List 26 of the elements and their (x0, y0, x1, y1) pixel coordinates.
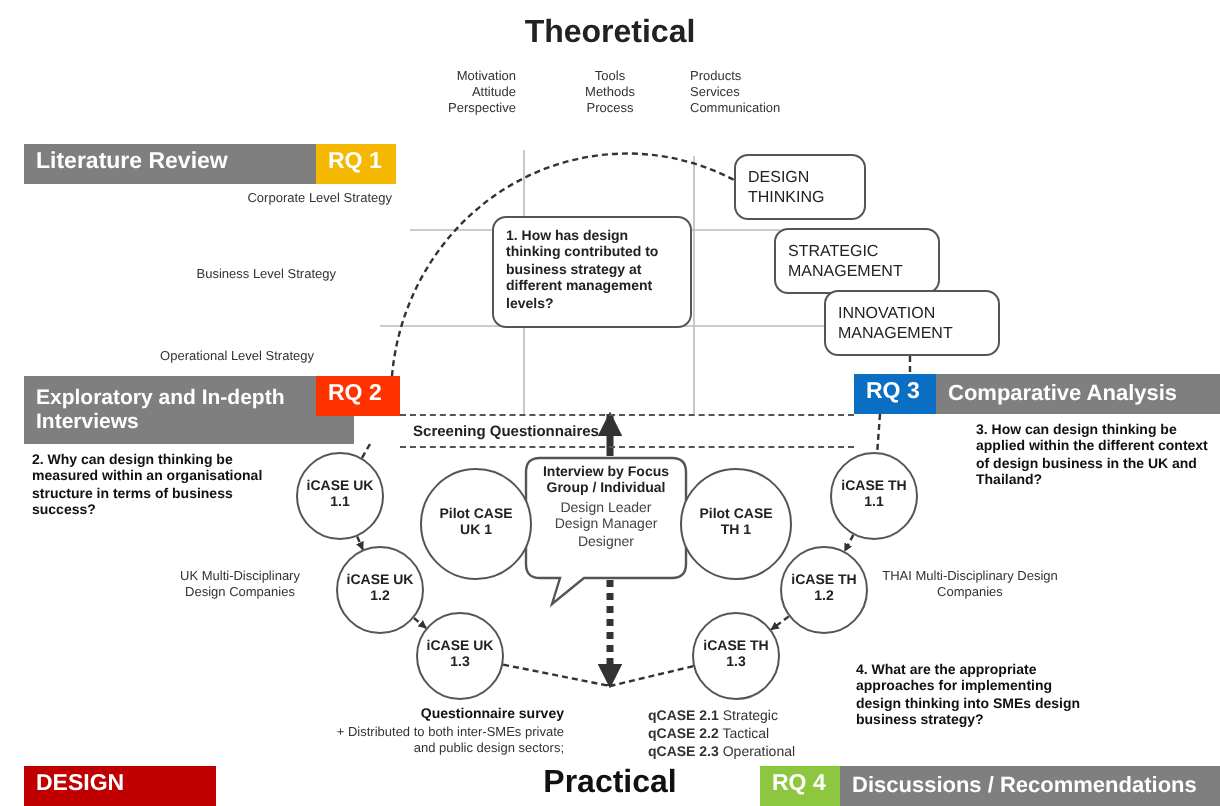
connector-line (609, 665, 694, 688)
rq-badge: RQ 4 (760, 766, 840, 806)
arrow (597, 411, 623, 456)
heading: Theoretical (522, 16, 698, 52)
banner-title: Literature Review (24, 144, 316, 184)
concept-box: DESIGN THINKING (734, 154, 866, 220)
banner-title: Discussions / Recommendations (840, 766, 1220, 806)
arrow (843, 534, 855, 552)
connector-line (502, 663, 611, 688)
speech-bubble (524, 456, 688, 608)
concept-box: INNOVATION MANAGEMENT (824, 290, 1000, 356)
connector-line (876, 413, 882, 453)
arrow (355, 536, 364, 551)
dashed-band (400, 414, 854, 448)
concept-box: STRATEGIC MANAGEMENT (774, 228, 940, 294)
arrow (597, 580, 623, 689)
arrow (413, 617, 427, 629)
axis-heading: Practical (541, 764, 679, 803)
rq-badge: RQ 2 (316, 376, 400, 416)
rq-badge: RQ 1 (316, 144, 396, 184)
connector-line (908, 356, 912, 374)
arrow (770, 615, 790, 631)
connector-line (360, 443, 372, 459)
rq-badge: RQ 3 (854, 374, 936, 414)
section-banner: DESIGN (24, 766, 216, 806)
banner-title: Comparative Analysis (936, 374, 1220, 414)
